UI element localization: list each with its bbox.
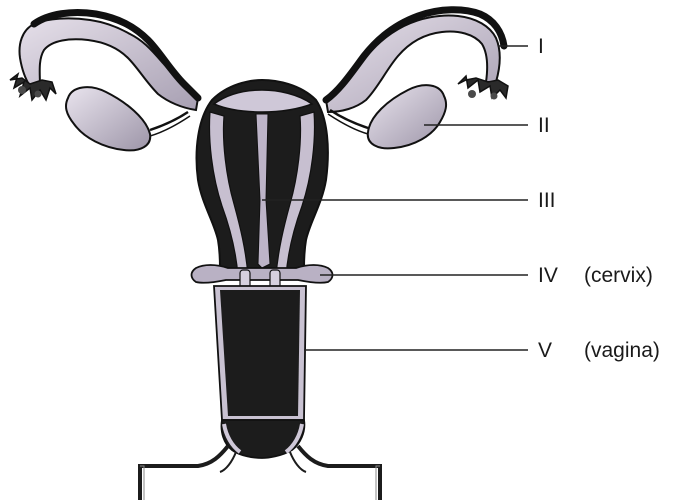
label-4-note: (cervix)	[584, 264, 653, 287]
label-5-numeral: V	[538, 339, 552, 362]
cervix	[192, 265, 333, 288]
right-fimbriae	[458, 76, 508, 100]
label-3-numeral: III	[538, 189, 556, 212]
label-4-numeral: IV	[538, 264, 558, 287]
label-5-note: (vagina)	[584, 339, 660, 362]
uterus	[197, 80, 328, 276]
label-2-numeral: II	[538, 114, 550, 137]
vagina	[140, 286, 380, 500]
labels: I II III IV (cervix) V (vagina)	[538, 35, 660, 362]
label-1-numeral: I	[538, 35, 544, 58]
